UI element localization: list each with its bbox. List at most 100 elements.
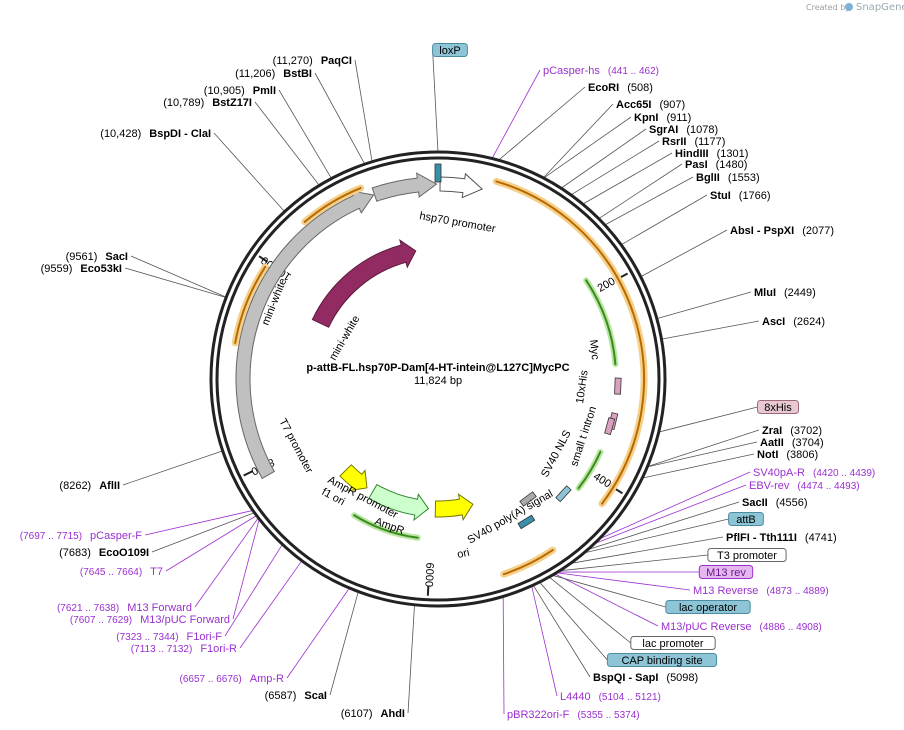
enzyme-site[interactable]: (6107)AhdI [341, 708, 405, 720]
enzyme-site[interactable]: AscI(2624) [762, 316, 825, 328]
enzyme-position: (11,270) [273, 55, 313, 67]
primer-site[interactable]: M13/pUC Reverse(4886 .. 4908) [661, 621, 822, 633]
feature-box-attb[interactable]: attB [728, 512, 764, 527]
enzyme-site[interactable]: AatII(3704) [760, 437, 824, 449]
feature-arrow-segment-1[interactable] [371, 172, 438, 202]
enzyme-position: (1553) [728, 172, 760, 184]
enzyme-position: (7683) [59, 547, 91, 559]
feature-arrow-hsp70-promoter[interactable] [439, 172, 484, 199]
enzyme-site[interactable]: (10,428)BspDI - ClaI [100, 128, 211, 140]
myc-tag-marker[interactable] [614, 377, 622, 395]
primer-site[interactable]: (7621 .. 7638)M13 Forward [57, 602, 192, 614]
enzyme-site[interactable]: SgrAI(1078) [649, 124, 718, 136]
feature-arrow-ori[interactable] [434, 493, 474, 522]
enzyme-position: (4741) [805, 532, 837, 544]
enzyme-site[interactable]: SacII(4556) [742, 497, 807, 509]
ori-label[interactable]: ori [456, 547, 470, 561]
primer-site[interactable]: pBR322ori-F(5355 .. 5374) [507, 709, 640, 721]
sv40-polya-label[interactable]: SV40 poly(A) signal [466, 488, 556, 547]
enzyme-site[interactable]: (9559)Eco53kI [41, 263, 122, 275]
sv40-nls-label[interactable]: SV40 NLS [539, 428, 574, 479]
enzyme-site[interactable]: EcoRI(508) [588, 82, 653, 94]
feature-box-lac-operator[interactable]: lac operator [665, 600, 751, 615]
feature-box-8xhis[interactable]: 8xHis [757, 400, 799, 415]
sv40-nls-marker[interactable] [555, 485, 572, 503]
feature-box-frame [757, 400, 799, 414]
enzyme-site[interactable]: (9561)SacI [66, 251, 128, 263]
leader-line [556, 572, 691, 591]
his-tag-label[interactable]: 10xHis [574, 369, 591, 404]
feature-box-label: 8xHis [764, 402, 792, 414]
feature-box-lac-promoter[interactable]: lac promoter [630, 636, 716, 651]
primer-range: (5104 .. 5121) [599, 692, 661, 703]
primer-site[interactable]: (7323 .. 7344)F1ori-F [116, 631, 222, 643]
enzyme-site[interactable]: NotI(3806) [757, 449, 818, 461]
enzyme-position: (1766) [739, 190, 771, 202]
mini-white-inner-label[interactable]: mini-white [327, 314, 362, 363]
enzyme-site[interactable]: PflFI - Tth111I(4741) [726, 532, 837, 544]
feature-arrow-f1-ori[interactable] [339, 464, 368, 492]
primer-site[interactable]: (7645 .. 7664)T7 [80, 566, 163, 578]
primer-site[interactable]: EBV-rev(4474 .. 4493) [749, 480, 860, 492]
feature-box-frame [630, 636, 716, 650]
enzyme-name: EcoO109I [99, 547, 149, 559]
sv40-polya-marker[interactable] [517, 514, 536, 530]
feature-box-cap-binding-site[interactable]: CAP binding site [606, 653, 718, 668]
enzyme-site[interactable]: Acc65I(907) [616, 99, 685, 111]
enzyme-site[interactable]: (7683) EcoO109I [59, 547, 149, 559]
enzyme-site[interactable]: (8262)AflII [59, 480, 120, 492]
enzyme-site[interactable]: ZraI(3702) [762, 425, 822, 437]
primer-range: (4886 .. 4908) [759, 622, 821, 633]
primer-site[interactable]: L4440(5104 .. 5121) [560, 691, 661, 703]
primer-site[interactable]: (7113 .. 7132)F1ori-R [131, 643, 237, 655]
primer-range: (7697 .. 7715) [20, 531, 82, 542]
primer-site[interactable]: SV40pA-R(4420 .. 4439) [753, 467, 875, 479]
enzyme-site[interactable]: (10,789)BstZ17I [163, 97, 252, 109]
enzyme-site[interactable]: (6587)ScaI [265, 690, 327, 702]
primer-name: EBV-rev [749, 480, 790, 492]
feature-box-t3-promoter[interactable]: T3 promoter [707, 548, 787, 563]
hsp70-promoter-label[interactable]: hsp70 promoter [418, 210, 496, 235]
site-labels: EcoRI(508) Acc65I(907)KpnI(911)SgrAI(1078… [20, 55, 875, 721]
primer-site[interactable]: pCasper-hs(441 .. 462) [543, 65, 659, 77]
primer-site[interactable]: (7697 .. 7715)pCasper-F [20, 530, 143, 542]
feature-box-m13-rev[interactable]: M13 rev [698, 565, 754, 580]
enzyme-site[interactable]: AbsI - PspXI(2077) [730, 225, 834, 237]
feature-arrow-mini-white[interactable] [311, 238, 417, 328]
enzyme-site[interactable]: (10,905)PmlI [204, 85, 276, 97]
enzyme-site[interactable]: BglII(1553) [696, 172, 760, 184]
enzyme-site[interactable]: KpnI(911) [634, 112, 691, 124]
myc-tag-label[interactable]: Myc [587, 339, 601, 361]
feature-arrow-ampr[interactable] [368, 483, 430, 522]
loxp-marker[interactable] [434, 163, 442, 183]
primer-site[interactable]: M13 Reverse(4873 .. 4889) [693, 585, 829, 597]
enzyme-site[interactable]: RsrII(1177) [662, 136, 725, 148]
enzyme-site[interactable]: MluI(2449) [754, 287, 816, 299]
enzyme-position: (9559) [41, 263, 73, 275]
t7-promoter-label[interactable]: T7 promoter [276, 417, 315, 476]
feature-box-frame [728, 512, 764, 526]
intron-marker[interactable] [519, 491, 537, 507]
enzyme-position: (2077) [802, 225, 834, 237]
enzyme-site[interactable]: HindIII(1301) [675, 148, 748, 160]
leader-line [122, 450, 223, 486]
enzyme-position: (5098) [666, 672, 698, 684]
primer-range: (6657 .. 6676) [180, 674, 242, 685]
enzyme-site[interactable]: PasI(1480) [685, 159, 747, 171]
green-arc [577, 450, 602, 490]
primer-range: (4420 .. 4439) [813, 468, 875, 479]
orange-arc-halo [492, 177, 648, 508]
enzyme-site[interactable]: BspQI - SapI(5098) [593, 672, 698, 684]
primer-range: (7645 .. 7664) [80, 567, 142, 578]
feature-box-loxp[interactable]: loxP [432, 43, 468, 58]
leader-line [542, 103, 614, 179]
enzyme-site[interactable]: (11,206)BstBI [235, 68, 312, 80]
primer-site[interactable]: (6657 .. 6676)Amp-R [180, 673, 285, 685]
feature-arrow-mini-white[interactable] [235, 190, 375, 480]
his-tag-marker-2[interactable] [604, 417, 616, 436]
enzyme-site[interactable]: StuI(1766) [710, 190, 771, 202]
leader-line [531, 585, 558, 697]
primer-site[interactable]: (7607 .. 7629)M13/pUC Forward [70, 614, 230, 626]
leader-line [539, 581, 608, 661]
enzyme-site[interactable]: (11,270)PaqCI [273, 55, 352, 67]
